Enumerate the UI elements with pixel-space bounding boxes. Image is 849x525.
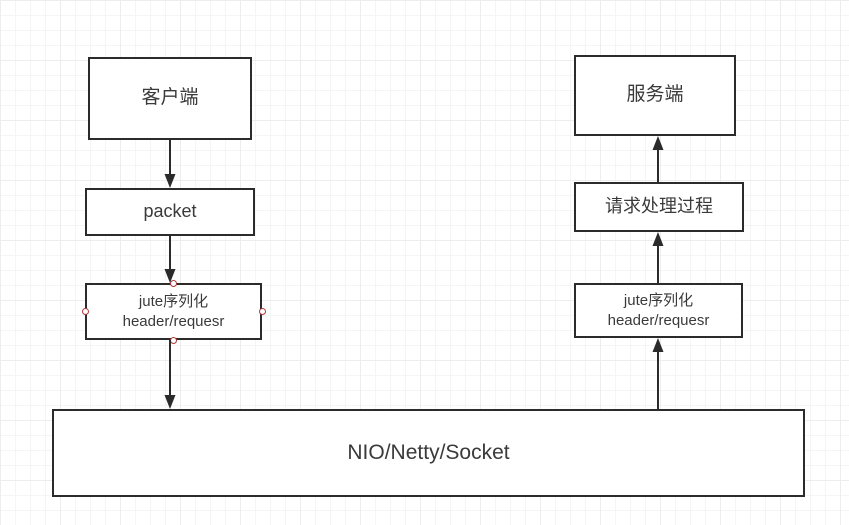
node-transport-label: NIO/Netty/Socket — [347, 441, 510, 465]
node-request-process[interactable]: 请求处理过程 — [574, 182, 744, 232]
edge-client-jute-to-transport[interactable] — [160, 340, 180, 409]
node-client-jute-label: jute序列化 header/requesr — [122, 293, 225, 330]
selection-handle-left[interactable] — [81, 308, 89, 315]
edge-request-process-to-server[interactable] — [648, 136, 668, 182]
selection-handle-right[interactable] — [258, 308, 266, 315]
edge-server-jute-to-request-process[interactable] — [648, 232, 668, 283]
edge-transport-to-server-jute[interactable] — [648, 338, 668, 409]
node-server-label: 服务端 — [626, 84, 684, 106]
node-server[interactable]: 服务端 — [574, 55, 736, 136]
node-server-jute-label: jute序列化 header/requesr — [607, 292, 710, 329]
node-transport[interactable]: NIO/Netty/Socket — [52, 409, 805, 497]
edge-packet-to-client-jute[interactable] — [160, 236, 180, 283]
node-client-jute[interactable]: jute序列化 header/requesr — [85, 283, 262, 340]
selection-handle-top[interactable] — [170, 279, 177, 287]
edge-client-to-packet[interactable] — [160, 140, 180, 188]
node-client[interactable]: 客户端 — [88, 57, 252, 140]
node-packet-label: packet — [143, 201, 197, 222]
node-request-process-label: 请求处理过程 — [605, 196, 713, 217]
node-server-jute[interactable]: jute序列化 header/requesr — [574, 283, 743, 338]
node-packet[interactable]: packet — [85, 188, 255, 236]
node-client-label: 客户端 — [141, 87, 199, 109]
